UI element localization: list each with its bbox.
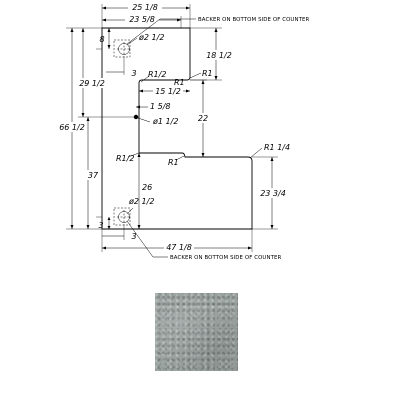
stone-material-swatch <box>155 293 238 371</box>
dim-bottom-hole-from-left: 3 <box>131 232 136 241</box>
dim-lower-right-depth: 23 3/4 <box>260 189 286 198</box>
label-radius-r1-c: R1 <box>168 158 179 167</box>
label-radius-r1-2-b: R1/2 <box>116 154 134 163</box>
dim-notch-offset: 1 5/8 <box>150 102 171 111</box>
dim-left-lower-height: 37 <box>88 171 99 180</box>
dim-bottom-hole-from-bottom: 3 <box>98 221 103 230</box>
label-radius-r1-1-4: R1 1/4 <box>264 143 290 152</box>
dim-top-right-depth: 18 1/2 <box>206 51 232 60</box>
dim-center-hole-diameter: ø1 1/2 <box>152 117 178 126</box>
dim-top-hole-diameter: ø2 1/2 <box>138 33 164 42</box>
label-radius-r1-2-a: R1/2 <box>148 70 166 79</box>
dim-top-hole-from-top: 8 <box>99 35 104 44</box>
dim-notch-height: 22 <box>198 114 208 123</box>
note-bottom-backer: BACKER ON BOTTOM SIDE OF COUNTER <box>170 255 282 261</box>
bottom-backer-hole <box>113 207 131 226</box>
dim-overall-top-width: 25 1/8 <box>132 3 158 12</box>
label-radius-r1-b: R1 <box>174 78 185 87</box>
dim-notch-width: 15 1/2 <box>155 87 181 96</box>
dim-top-hole-from-left: 3 <box>131 69 136 78</box>
top-backer-hole <box>113 39 131 58</box>
dim-left-upper-height: 29 1/2 <box>79 79 105 88</box>
dim-overall-bottom-width: 47 1/8 <box>166 243 192 252</box>
dim-bottom-hole-diameter: ø2 1/2 <box>128 197 154 206</box>
dim-lower-inner-height: 26 <box>142 183 152 192</box>
dim-top-width: 23 5/8 <box>129 15 155 24</box>
note-top-backer: BACKER ON BOTTOM SIDE OF COUNTER <box>198 17 310 23</box>
dim-overall-height: 66 1/2 <box>59 123 85 132</box>
countertop-shop-drawing: 25 1/8 23 5/8 BACKER ON BOTTOM SIDE OF C… <box>58 2 310 261</box>
countertop-outline <box>101 27 253 230</box>
label-radius-r1-a: R1 <box>202 69 213 78</box>
